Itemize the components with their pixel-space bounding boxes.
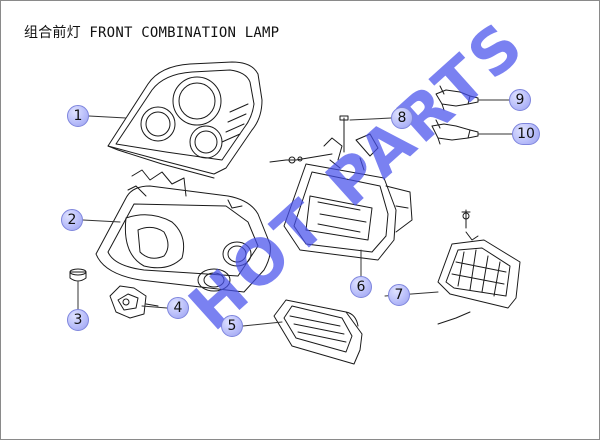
part-3-cap	[69, 268, 87, 282]
callout-2: 2	[61, 209, 83, 231]
callout-9: 9	[509, 89, 531, 111]
part-1-headlamp-bezel	[107, 61, 263, 179]
callout-8: 8	[391, 107, 413, 129]
leader-lines	[77, 99, 513, 327]
callout-10: 10	[512, 123, 540, 145]
callout-3: 3	[67, 309, 89, 331]
part-2-headlamp-housing	[95, 169, 271, 293]
part-4-bracket	[109, 285, 159, 319]
callout-5: 5	[221, 315, 243, 337]
diagram-title: 组合前灯 FRONT COMBINATION LAMP	[24, 25, 280, 41]
callout-1: 1	[67, 105, 89, 127]
callout-6: 6	[350, 276, 372, 298]
callout-4: 4	[167, 297, 189, 319]
part-5-side-marker	[273, 299, 363, 365]
part-7-corner-lamp	[437, 209, 521, 325]
part-6-rect-headlamp	[283, 133, 413, 261]
callout-7: 7	[388, 284, 410, 306]
part-8-screw	[269, 115, 349, 164]
